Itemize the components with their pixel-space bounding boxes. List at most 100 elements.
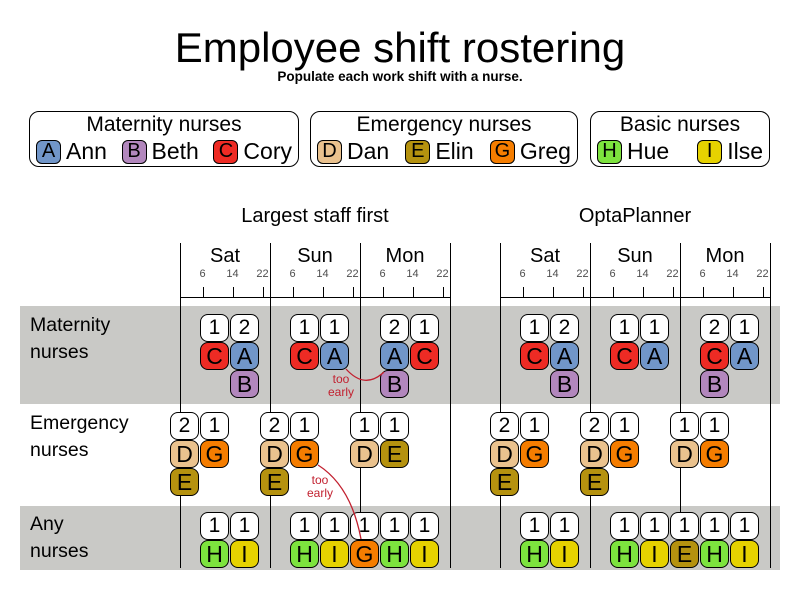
- capacity-cell: 2: [700, 314, 729, 342]
- hour-tick-mark: [202, 287, 204, 297]
- hour-tick-label: 22: [436, 268, 449, 280]
- legend-entry-name: Ann: [66, 138, 107, 164]
- nurse-cell-D: D: [670, 440, 699, 468]
- hour-tick-label: 6: [519, 268, 526, 280]
- nurse-swatch-A: A: [36, 139, 61, 164]
- hour-tick-mark: [642, 287, 644, 297]
- nurse-cell-G: G: [520, 440, 549, 468]
- day-label-sat: Sat: [529, 245, 561, 267]
- day-line: [270, 243, 271, 568]
- nurse-cell-H: H: [700, 540, 729, 568]
- capacity-cell: 1: [730, 314, 759, 342]
- nurse-cell-C: C: [200, 342, 229, 370]
- annotation-text-line: too: [332, 372, 350, 386]
- annotation-text-line: early: [306, 486, 333, 500]
- hour-tick-mark: [732, 287, 734, 297]
- solver-title-largest-staff-first: Largest staff first: [241, 205, 389, 227]
- nurse-cell-D: D: [260, 440, 289, 468]
- capacity-cell: 2: [230, 314, 259, 342]
- hour-tick-mark: [322, 287, 324, 297]
- capacity-cell: 1: [610, 412, 639, 440]
- hour-tick-mark: [382, 287, 384, 297]
- capacity-cell: 1: [410, 314, 439, 342]
- capacity-cell: 1: [350, 512, 379, 540]
- axis-line: [180, 297, 450, 298]
- hour-tick-mark: [582, 287, 584, 297]
- capacity-cell: 2: [580, 412, 609, 440]
- nurse-cell-B: B: [230, 370, 259, 398]
- legend-box-title: Emergency nurses: [356, 113, 532, 136]
- capacity-cell: 2: [260, 412, 289, 440]
- nurse-cell-G: G: [610, 440, 639, 468]
- hour-tick-label: 22: [756, 268, 769, 280]
- capacity-cell: 2: [490, 412, 519, 440]
- hour-tick-label: 14: [636, 268, 649, 280]
- capacity-cell: 2: [170, 412, 199, 440]
- nurse-cell-A: A: [550, 342, 579, 370]
- day-line: [450, 243, 451, 568]
- capacity-cell: 1: [230, 512, 259, 540]
- legend-entry-name: Elin: [435, 138, 474, 164]
- hour-tick-mark: [522, 287, 524, 297]
- nurse-cell-I: I: [230, 540, 259, 568]
- hour-tick-mark: [352, 287, 354, 297]
- nurse-cell-G: G: [700, 440, 729, 468]
- nurse-swatch-I: I: [697, 139, 723, 164]
- hour-tick-label: 6: [199, 268, 206, 280]
- capacity-cell: 1: [640, 512, 669, 540]
- hour-tick-mark: [442, 287, 444, 297]
- capacity-cell: 1: [410, 512, 439, 540]
- capacity-cell: 1: [200, 314, 229, 342]
- nurse-cell-A: A: [640, 342, 669, 370]
- legend-box-title: Maternity nurses: [86, 113, 242, 136]
- capacity-cell: 1: [670, 412, 699, 440]
- nurse-cell-C: C: [520, 342, 549, 370]
- capacity-cell: 1: [550, 512, 579, 540]
- hour-tick-mark: [672, 287, 674, 297]
- hour-tick-mark: [762, 287, 764, 297]
- day-line: [360, 243, 361, 568]
- nurse-cell-C: C: [290, 342, 319, 370]
- nurse-cell-E: E: [580, 468, 609, 496]
- legend-entry-name: Greg: [519, 138, 571, 164]
- capacity-cell: 1: [350, 412, 379, 440]
- nurse-cell-A: A: [320, 342, 349, 370]
- nurse-cell-A: A: [230, 342, 259, 370]
- nurse-cell-A: A: [380, 342, 409, 370]
- nurse-cell-G: G: [290, 440, 319, 468]
- nurse-cell-B: B: [380, 370, 409, 398]
- capacity-cell: 1: [730, 512, 759, 540]
- hour-tick-label: 22: [666, 268, 679, 280]
- legend-entry-name: Cory: [243, 138, 292, 164]
- day-line: [590, 243, 591, 568]
- capacity-cell: 1: [380, 512, 409, 540]
- nurse-cell-I: I: [320, 540, 349, 568]
- hour-tick-mark: [612, 287, 614, 297]
- day-label-sun: Sun: [297, 245, 333, 267]
- day-label-sat: Sat: [209, 245, 241, 267]
- capacity-cell: 1: [640, 314, 669, 342]
- nurse-cell-C: C: [700, 342, 729, 370]
- solver-title-optaplanner: OptaPlanner: [578, 205, 692, 227]
- nurse-cell-E: E: [260, 468, 289, 496]
- nurse-cell-I: I: [550, 540, 579, 568]
- capacity-cell: 1: [670, 512, 699, 540]
- nurse-cell-G: G: [350, 540, 379, 568]
- nurse-cell-H: H: [290, 540, 319, 568]
- nurse-cell-C: C: [410, 342, 439, 370]
- nurse-cell-H: H: [200, 540, 229, 568]
- nurse-cell-D: D: [170, 440, 199, 468]
- capacity-cell: 1: [700, 412, 729, 440]
